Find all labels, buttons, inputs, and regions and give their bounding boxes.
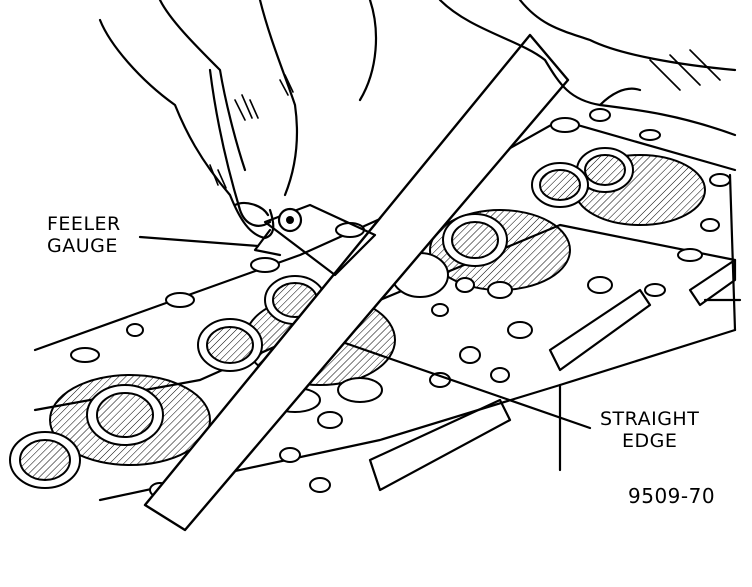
feeler-gauge-label-line2: GAUGE bbox=[47, 235, 118, 257]
feeler-gauge-leader-line bbox=[138, 235, 260, 248]
hand-left bbox=[98, 0, 378, 240]
hand-right bbox=[438, 0, 737, 137]
figure-number: 9509-70 bbox=[628, 484, 716, 508]
straight-edge-label-line1: STRAIGHT bbox=[600, 408, 700, 430]
straight-edge-leader-line bbox=[343, 341, 592, 430]
valves bbox=[9, 147, 634, 489]
straight-edge-label-line2: EDGE bbox=[621, 430, 678, 452]
straight-edge-label: STRAIGHT EDGE bbox=[600, 408, 699, 452]
feeler-gauge-label: FEELER GAUGE bbox=[47, 213, 121, 257]
straight-edge bbox=[143, 33, 570, 532]
feeler-gauge-label-line1: FEELER bbox=[47, 213, 121, 235]
feeler-gauge bbox=[253, 203, 377, 277]
